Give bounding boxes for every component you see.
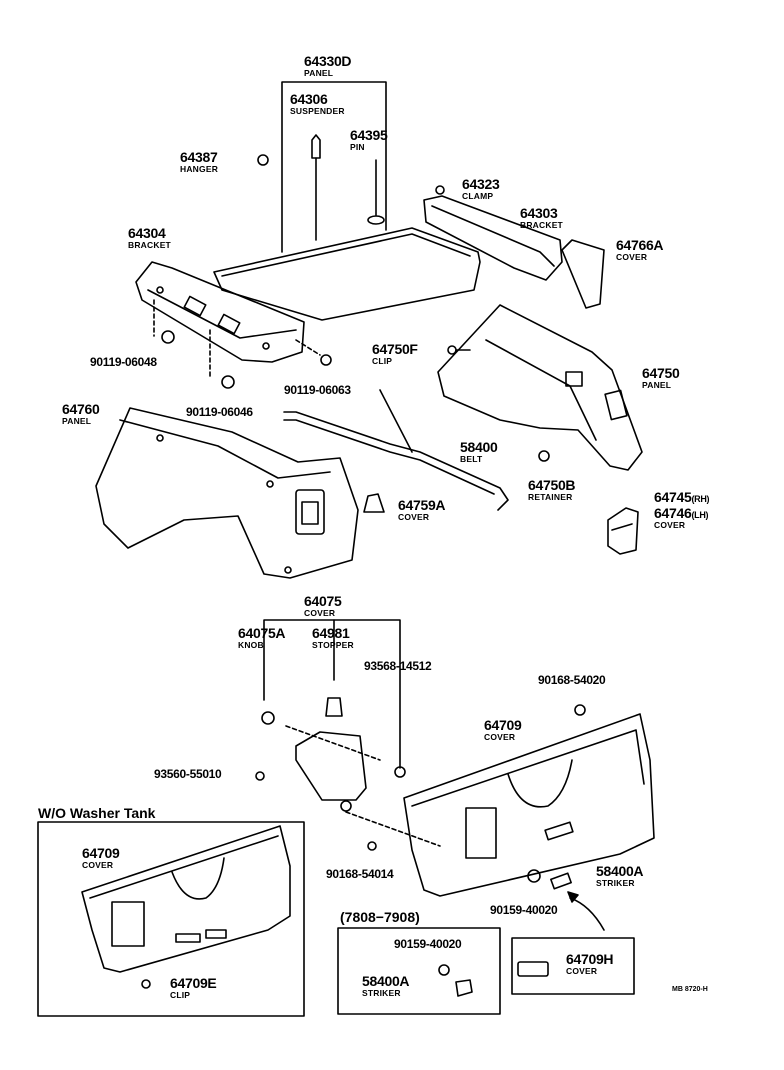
inset-64709H-box (511, 937, 635, 995)
cover-64745-64746 (607, 507, 639, 555)
inset-range-box (337, 927, 501, 1015)
pin-64395 (367, 215, 385, 225)
partno-90168-54020: 90168-54020 (538, 673, 606, 687)
label-64746: 64746(LH)COVER (654, 505, 709, 530)
cover-64759A (363, 493, 385, 513)
partno-90119-06046: 90119-06046 (186, 405, 253, 419)
inset-washer-box (37, 821, 305, 1017)
bracket-64304 (135, 261, 305, 363)
partno-90159-40020-inset: 90159-40020 (394, 937, 462, 951)
partno-93560-55010: 93560-55010 (154, 767, 222, 781)
label-64745: 64745(RH) (654, 489, 710, 505)
inset-washer-title: W/O Washer Tank (38, 805, 156, 821)
trunk-panel-64330D (213, 227, 481, 321)
stopper-64981 (325, 697, 343, 717)
diagram-code: MB 8720-H (672, 986, 708, 993)
partno-90159-40020: 90159-40020 (490, 903, 558, 917)
bracket-64303 (423, 195, 563, 281)
cover-64709H (517, 961, 549, 977)
retainer-64750B (538, 450, 550, 462)
knob-64075A (261, 711, 275, 725)
curved-arrow (569, 897, 605, 931)
suspender-64306 (311, 134, 321, 159)
leader-64075 (263, 619, 401, 769)
belt-58400 (283, 411, 509, 511)
inset-range-title: (7808−7908) (340, 909, 420, 925)
inset-cover-64709 (81, 825, 291, 973)
partno-90119-06063: 90119-06063 (284, 383, 351, 397)
cover-64766A (561, 239, 605, 309)
partno-90119-06048: 90119-06048 (90, 355, 157, 369)
partno-90168-54014: 90168-54014 (326, 867, 394, 881)
panel-64760 (95, 407, 359, 579)
leader-64330D (281, 81, 387, 253)
panel-64750 (437, 304, 643, 471)
hanger-64387 (257, 154, 269, 166)
cover-64075 (295, 731, 367, 801)
striker-58400A (527, 869, 541, 883)
cover-64709 (403, 713, 655, 897)
partno-93568-14512: 93568-14512 (364, 659, 432, 673)
clamp-64323 (435, 185, 445, 195)
